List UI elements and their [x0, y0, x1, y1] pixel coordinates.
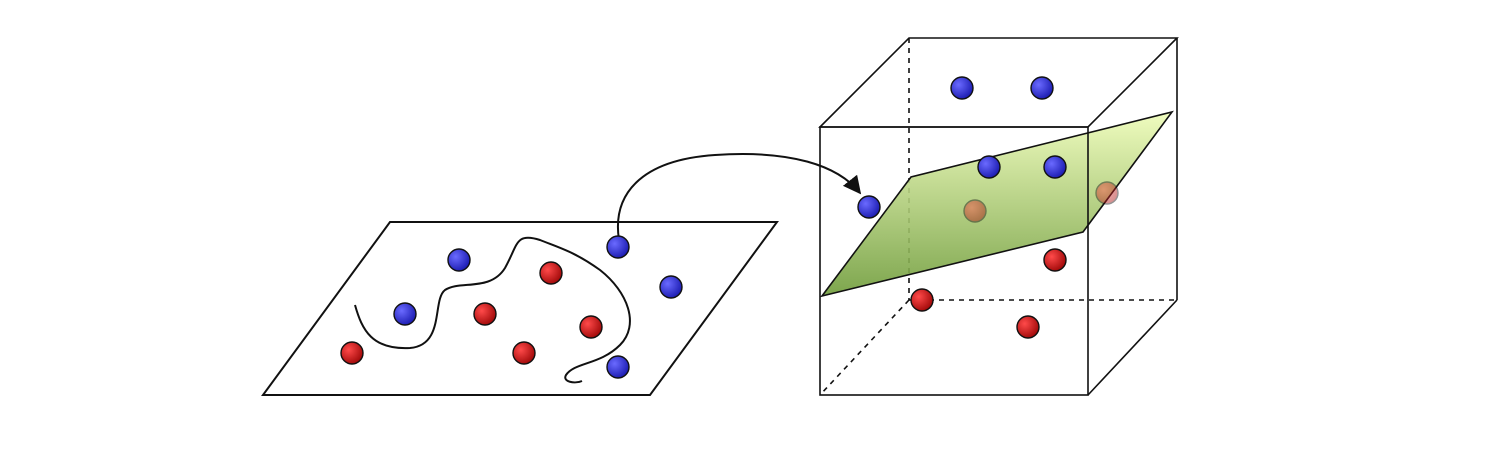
cube-front-face: [819, 126, 1089, 396]
red-data-point: [340, 341, 364, 365]
nonlinear-boundary-curve: [354, 236, 631, 384]
curved-arrow-icon: [617, 153, 862, 241]
blue-data-point: [606, 235, 630, 259]
blue-feature-point: [1030, 76, 1054, 100]
cube-hidden-edges: [819, 38, 1177, 396]
red-feature-point: [1095, 181, 1119, 205]
input-space-plane: [261, 221, 779, 396]
blue-feature-point: [950, 76, 974, 100]
red-data-point: [512, 341, 536, 365]
blue-feature-point: [977, 155, 1001, 179]
blue-data-point: [659, 275, 683, 299]
separating-hyperplane: [820, 110, 1174, 298]
red-feature-point: [1043, 248, 1067, 272]
red-feature-point: [1016, 315, 1040, 339]
red-data-point: [579, 315, 603, 339]
blue-data-point: [447, 248, 471, 272]
red-feature-point: [910, 288, 934, 312]
blue-data-point: [393, 302, 417, 326]
red-feature-point: [963, 199, 987, 223]
red-data-point: [539, 261, 563, 285]
blue-feature-point: [1043, 155, 1067, 179]
blue-data-point: [606, 355, 630, 379]
blue-feature-point: [857, 195, 881, 219]
red-data-point: [473, 302, 497, 326]
